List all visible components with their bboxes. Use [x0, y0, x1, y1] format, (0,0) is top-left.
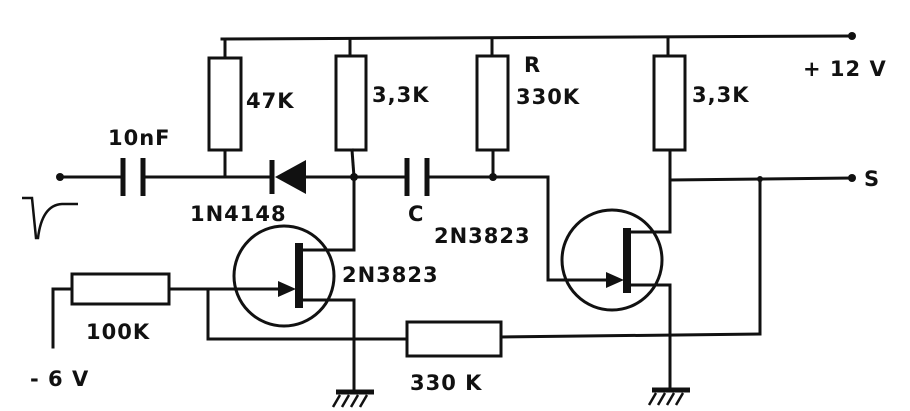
- output-label: S: [864, 167, 880, 191]
- resistor-3k3-b-label: 3,3K: [692, 83, 749, 107]
- transistor-q2: [546, 175, 672, 312]
- resistor-330k-feedback-label: 330 K: [410, 371, 482, 395]
- resistor-3k3-b: [652, 36, 687, 227]
- transistor-q1-label: 2N3823: [342, 263, 439, 287]
- supply-label: + 12 V: [803, 57, 887, 81]
- diode-label: 1N4148: [190, 202, 287, 226]
- ground-q1-icon: [331, 389, 374, 408]
- coupling-capacitor: [404, 158, 430, 196]
- input-pulse-icon: [22, 196, 78, 240]
- resistor-100k: [51, 272, 212, 349]
- ground-q2-icon: [647, 387, 690, 406]
- resistor-330k-feedback: [206, 287, 762, 358]
- resistor-3k3-a: [334, 37, 368, 179]
- transistor-q1: [206, 224, 356, 328]
- supply-rail: [220, 32, 856, 41]
- negative-supply-label: - 6 V: [30, 367, 89, 391]
- input-capacitor: [120, 158, 146, 196]
- resistor-timing-name: R: [524, 53, 541, 77]
- output-wire: [668, 174, 856, 336]
- coupling-capacitor-label: C: [408, 202, 424, 226]
- transistor-q2-label: 2N3823: [434, 224, 531, 248]
- diode-1n4148: [269, 160, 356, 194]
- resistor-330k-timing: [475, 37, 510, 181]
- resistor-47k: [207, 37, 243, 179]
- input-wire: [56, 173, 122, 181]
- resistor-timing-value: 330K: [516, 85, 580, 109]
- resistor-47k-label: 47K: [246, 89, 295, 113]
- input-capacitor-label: 10nF: [108, 126, 171, 150]
- resistor-100k-label: 100K: [86, 320, 150, 344]
- resistor-3k3-a-label: 3,3K: [372, 83, 429, 107]
